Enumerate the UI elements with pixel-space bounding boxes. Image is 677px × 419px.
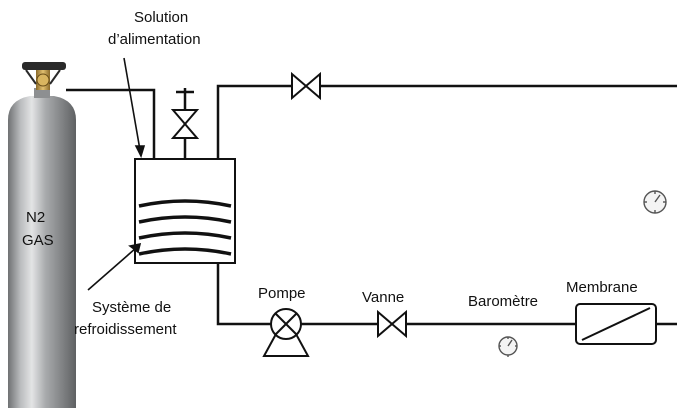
feed-solution-label-line1: Solution bbox=[134, 9, 188, 26]
cylinder-label-line2: GAS bbox=[22, 232, 54, 249]
pump-label: Pompe bbox=[258, 285, 306, 302]
cylinder-label-line1: N2 bbox=[26, 209, 45, 226]
membrane-module-icon bbox=[576, 304, 656, 344]
feed-solution-label-line2: d’alimentation bbox=[108, 31, 201, 48]
pressure-gauge-icon bbox=[499, 337, 517, 357]
gate-valve-icon bbox=[173, 110, 197, 138]
pressure-gauge-icon bbox=[644, 191, 666, 213]
membrane-label: Membrane bbox=[566, 279, 638, 296]
gate-valve-icon bbox=[292, 74, 320, 98]
barometer-label: Baromètre bbox=[468, 293, 538, 310]
pump-icon bbox=[264, 309, 308, 356]
gate-valve-icon bbox=[378, 312, 406, 336]
tank-outlet-line bbox=[218, 86, 677, 160]
valve-label: Vanne bbox=[362, 289, 404, 306]
regulator-icon bbox=[22, 62, 66, 90]
cooling-label-line1: Système de bbox=[92, 299, 171, 316]
cooling-label-line2: refroidissement bbox=[74, 321, 177, 338]
